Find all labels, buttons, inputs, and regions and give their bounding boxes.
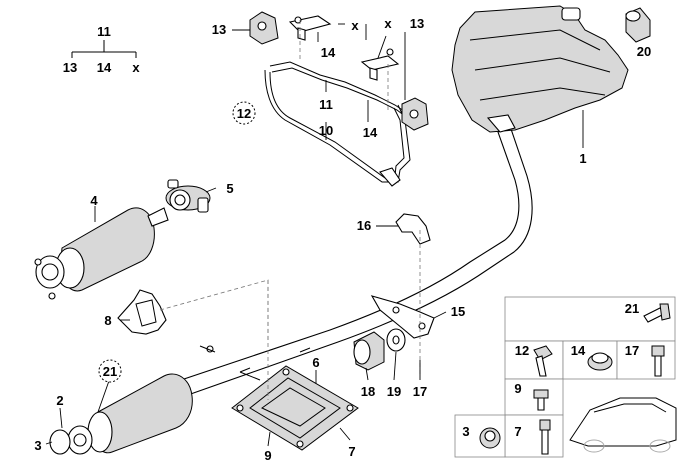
label-x-right: x: [384, 16, 392, 31]
exhaust-pipe: [174, 125, 533, 397]
label-part-14-left: 14: [321, 45, 336, 60]
washer: [386, 328, 406, 352]
label-part-12: 12: [237, 106, 251, 121]
mount-bracket-15: [370, 295, 435, 339]
label-part-5: 5: [226, 181, 233, 196]
grid-label-14: 14: [571, 343, 586, 358]
rubber-mount-right: [401, 97, 429, 131]
label-part-17: 17: [413, 384, 427, 399]
label-part-19: 19: [387, 384, 401, 399]
label-part-15: 15: [451, 304, 465, 319]
legend-label-x: x: [132, 60, 140, 75]
label-part-4: 4: [90, 193, 98, 208]
legend-label-11: 11: [97, 24, 111, 39]
grid-label-7: 7: [514, 424, 521, 439]
label-part-3: 3: [34, 438, 41, 453]
legend-label-14: 14: [97, 60, 112, 75]
label-part-10: 10: [319, 123, 333, 138]
small-parts-grid: [454, 296, 677, 458]
heat-shield: [231, 365, 359, 451]
callout-circles: [98, 101, 256, 383]
rear-muffler: [451, 5, 629, 148]
rubber-mount-left: [249, 11, 279, 45]
part-labels: 1 2 3 4 5 6 7 8 9 10 11 12 13 13 14 14 x…: [34, 16, 651, 463]
label-part-20: 20: [637, 44, 651, 59]
label-part-14-right: 14: [363, 125, 378, 140]
pipe-clamp: [165, 179, 211, 213]
bracket-assembly: [264, 61, 411, 187]
leader-lines: [45, 23, 447, 447]
grid-label-21: 21: [625, 301, 639, 316]
label-part-6: 6: [312, 355, 319, 370]
label-part-8: 8: [104, 313, 111, 328]
grid-label-3: 3: [462, 424, 469, 439]
grid-label-17: 17: [625, 343, 639, 358]
label-part-16: 16: [357, 218, 371, 233]
label-part-11: 11: [319, 97, 333, 112]
rubber-buffer: [353, 331, 385, 371]
clamp-16: [395, 213, 431, 245]
label-part-13-left: 13: [212, 22, 226, 37]
mount-plate-left: [288, 15, 332, 41]
front-silencer: [34, 207, 169, 300]
label-x-left: x: [351, 18, 359, 33]
label-part-18: 18: [361, 384, 375, 399]
label-part-9: 9: [264, 448, 271, 461]
label-part-7: 7: [348, 444, 355, 459]
label-part-2: 2: [56, 393, 63, 408]
grid-label-9: 9: [514, 381, 521, 396]
intermediate-silencer: [49, 373, 193, 455]
hanger-bracket: [117, 289, 261, 381]
label-part-1: 1: [579, 151, 586, 166]
sleeve-part: [625, 7, 651, 43]
grid-label-12: 12: [515, 343, 529, 358]
mount-plate-right: [360, 48, 400, 81]
legend-label-13: 13: [63, 60, 77, 75]
label-part-21: 21: [103, 364, 117, 379]
legend-tree: 11 13 14 x: [63, 24, 141, 75]
label-part-13-right: 13: [410, 16, 424, 31]
